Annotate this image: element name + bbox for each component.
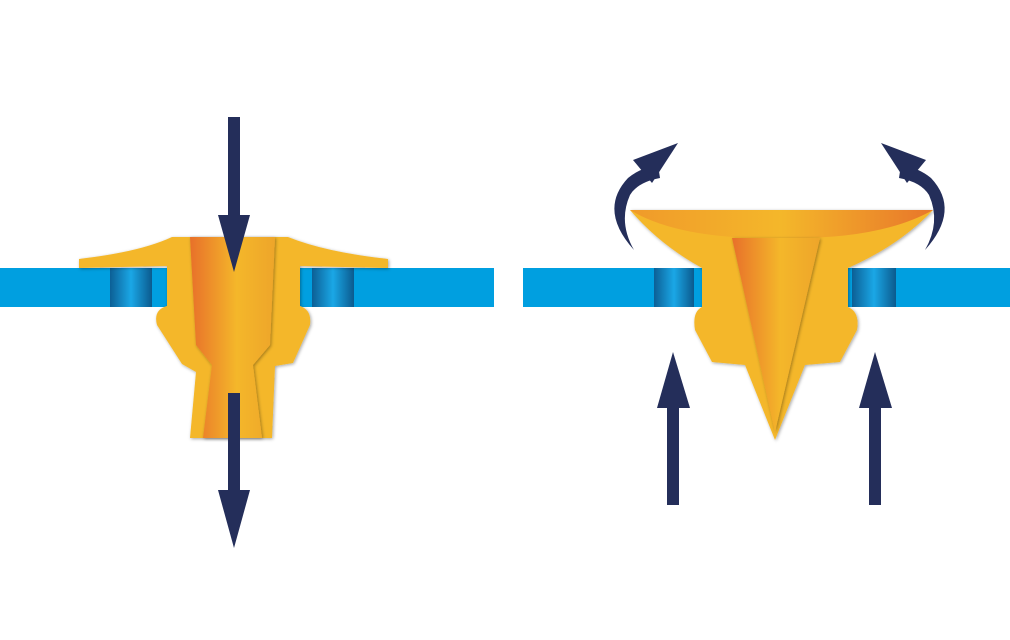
arrow-up-left — [657, 352, 690, 505]
arrow-down-bottom — [218, 393, 250, 548]
hole-wall-left — [654, 268, 694, 307]
mandrel — [190, 237, 275, 438]
hole-wall-right — [312, 268, 354, 307]
arrow-down-top — [218, 117, 250, 272]
right-panel — [523, 143, 1010, 505]
mandrel-cone — [732, 238, 820, 432]
left-panel — [0, 117, 494, 548]
hole-wall-right — [852, 268, 896, 307]
curved-arrow-left — [614, 143, 678, 250]
arrow-up-right — [859, 352, 892, 505]
flared-head — [630, 210, 933, 239]
hole-wall-left — [110, 268, 152, 307]
curved-arrow-right — [881, 143, 945, 250]
